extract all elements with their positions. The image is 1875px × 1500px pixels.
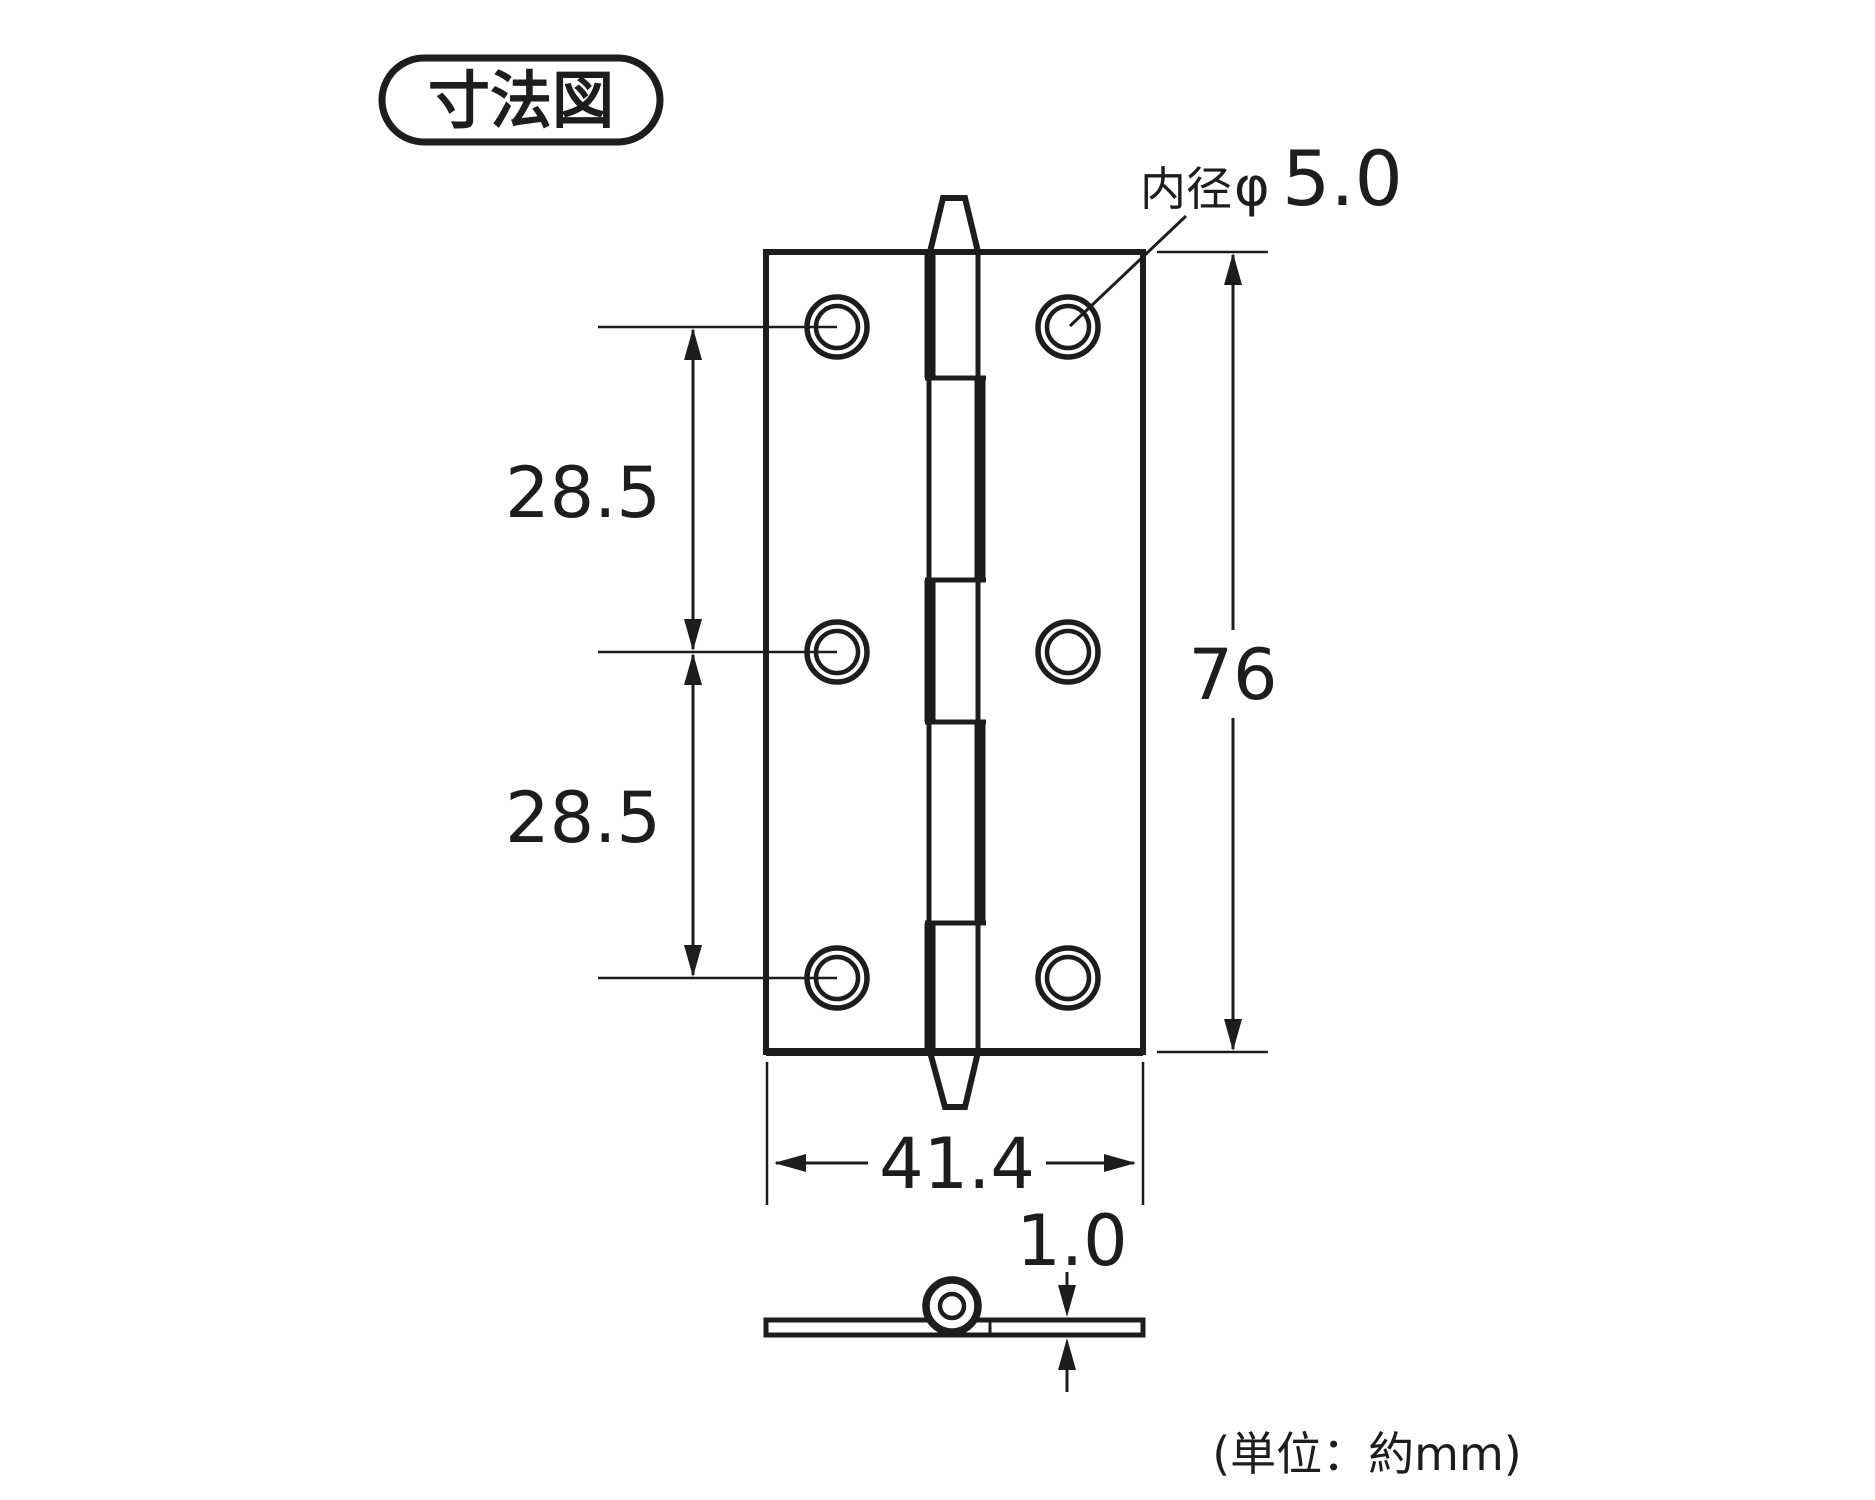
leader-line <box>1068 214 1188 328</box>
arrowhead-down <box>1224 1019 1242 1051</box>
side-view-pin <box>937 1291 967 1321</box>
arrowhead-down <box>684 945 702 977</box>
hole-spacing-dimension: 28.5 28.5 <box>505 325 837 980</box>
inner-diameter-callout: 内径 φ 5.0 <box>1068 134 1403 328</box>
arrowhead-down <box>1058 1285 1076 1317</box>
arrowhead-up <box>684 328 702 360</box>
hinge-side-view <box>763 1276 1146 1338</box>
title-pill <box>378 54 664 146</box>
arrowhead-up <box>684 653 702 685</box>
dimension-value-height: 76 <box>1188 634 1277 716</box>
arrowhead-up <box>1224 253 1242 285</box>
screw-hole-inner <box>1044 954 1092 1002</box>
dimension-value-width: 41.4 <box>879 1123 1035 1205</box>
inner-diameter-label: 内径 <box>1140 162 1232 216</box>
height-dimension: 76 <box>1157 250 1278 1054</box>
width-dimension: 41.4 <box>765 1062 1145 1205</box>
pin-top-taper <box>926 195 982 255</box>
arrowhead-right <box>1104 1154 1136 1172</box>
screw-hole-inner <box>1044 628 1092 676</box>
unit-note: (単位：約mm) <box>1212 1427 1522 1481</box>
arrowhead-left <box>774 1154 806 1172</box>
side-view-barrel <box>922 1276 982 1336</box>
page-title: 寸法図 <box>428 64 614 137</box>
arrowhead-up <box>1058 1338 1076 1370</box>
thickness-dimension: 1.0 <box>1016 1200 1128 1392</box>
inner-diameter-value: 5.0 <box>1282 134 1403 223</box>
arrowhead-down <box>684 619 702 651</box>
pin-bottom-taper <box>926 1049 982 1110</box>
phi-symbol: φ <box>1234 155 1270 218</box>
dimension-value-spacing-lower: 28.5 <box>505 777 661 859</box>
dimension-value-spacing-upper: 28.5 <box>505 452 661 534</box>
screw-hole-inner <box>1044 303 1092 351</box>
dimension-value-thickness: 1.0 <box>1016 1200 1127 1282</box>
